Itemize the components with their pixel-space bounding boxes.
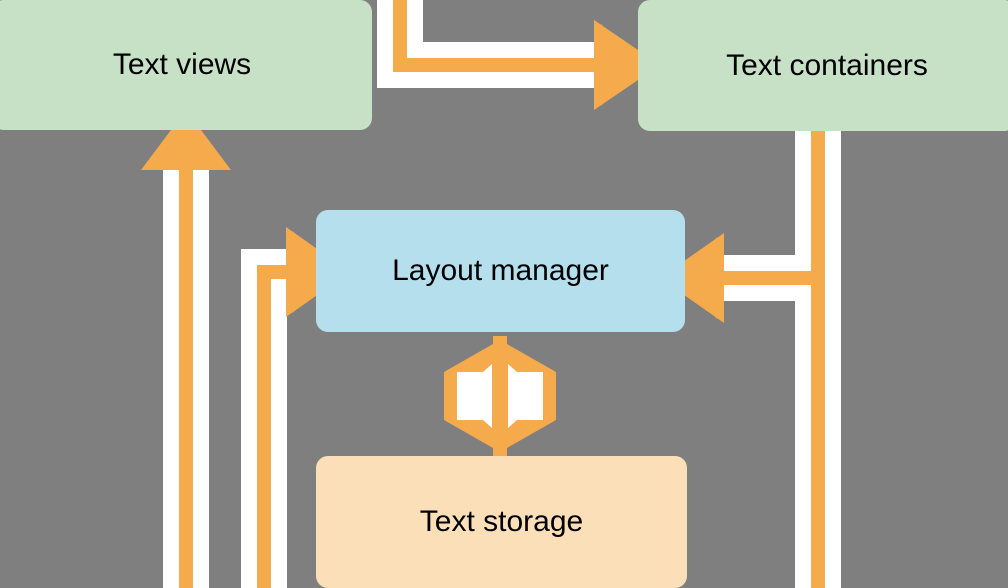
node-text-storage-label: Text storage xyxy=(419,505,584,538)
line-views-to-containers xyxy=(393,0,610,72)
node-text-views-label: Text views xyxy=(112,48,252,81)
bidirectional-arrow-right-cutout xyxy=(508,364,543,428)
arrow-lines xyxy=(179,0,825,588)
arrowheads xyxy=(145,24,717,319)
arrow-layout-storage-bidirectional xyxy=(444,336,556,456)
bidirectional-arrow-left-cutout xyxy=(457,364,492,428)
arrowhead-to-text-views xyxy=(145,131,227,165)
node-layout-manager[interactable]: Layout manager xyxy=(316,210,685,332)
node-layout-manager-label: Layout manager xyxy=(392,254,609,287)
arrowhead-to-layout-from-containers xyxy=(685,237,717,319)
arrowhead-to-text-containers xyxy=(601,24,638,106)
arrowhead-to-layout-from-views xyxy=(293,231,316,313)
node-text-containers-label: Text containers xyxy=(726,48,928,82)
halo-views-to-containers xyxy=(377,0,600,88)
line-views-to-layout xyxy=(257,265,300,588)
bidirectional-arrow-shaft xyxy=(493,336,507,456)
node-text-storage[interactable]: Text storage xyxy=(316,456,687,588)
node-text-views[interactable]: Text views xyxy=(0,0,372,130)
node-text-containers[interactable]: Text containers xyxy=(638,0,1008,131)
